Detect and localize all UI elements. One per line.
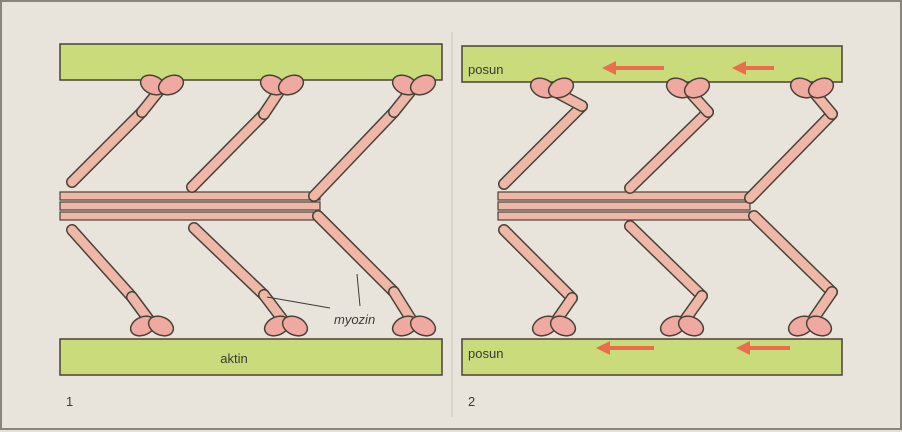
cross-bridge-top-2-2-arm <box>750 114 832 198</box>
cross-bridge-top-1-1-arm <box>192 114 264 187</box>
panel-1: aktin myozin 1 <box>60 44 442 409</box>
shift-label-bottom: posun <box>468 346 503 361</box>
myosin-strand-2-2 <box>498 212 750 220</box>
myosin-strand-2-0 <box>498 192 750 200</box>
actin-filament-top-1 <box>60 44 442 80</box>
actin-filament-bottom-2 <box>462 339 842 375</box>
cross-bridge-bottom-1-1-arm <box>194 228 264 295</box>
panel-2: posun posun 2 <box>462 46 842 409</box>
cross-bridge-bottom-2-0-arm <box>504 230 572 298</box>
myosin-strand-1-2 <box>60 212 320 220</box>
cross-bridge-top-1-2-arm <box>314 112 394 196</box>
cross-bridge-top-1-0-arm <box>72 112 142 182</box>
myosin-filament-1 <box>60 71 439 339</box>
myosin-strand-2-1 <box>498 202 750 210</box>
cross-bridge-top-2-1-arm <box>630 112 708 188</box>
actin-filament-bottom-1 <box>60 339 442 375</box>
cross-bridge-top-2-0-arm <box>504 106 582 184</box>
myosin-strand-1-1 <box>60 202 320 210</box>
cross-bridge-bottom-2-1-arm <box>630 226 702 296</box>
cross-bridge-bottom-1-0-arm <box>72 230 132 297</box>
shift-label-top: posun <box>468 62 503 77</box>
actin-filament-top-2 <box>462 46 842 82</box>
panel-number-1: 1 <box>66 394 73 409</box>
myosin-strand-1-0 <box>60 192 320 200</box>
cross-bridge-bottom-1-2-arm <box>318 216 394 292</box>
myosin-pointer-line-b <box>357 274 360 306</box>
myosin-filament-2 <box>498 74 837 339</box>
cross-bridge-bottom-2-2-arm <box>754 216 832 292</box>
actin-label: aktin <box>220 351 247 366</box>
panel-number-2: 2 <box>468 394 475 409</box>
myosin-label: myozin <box>334 312 375 327</box>
